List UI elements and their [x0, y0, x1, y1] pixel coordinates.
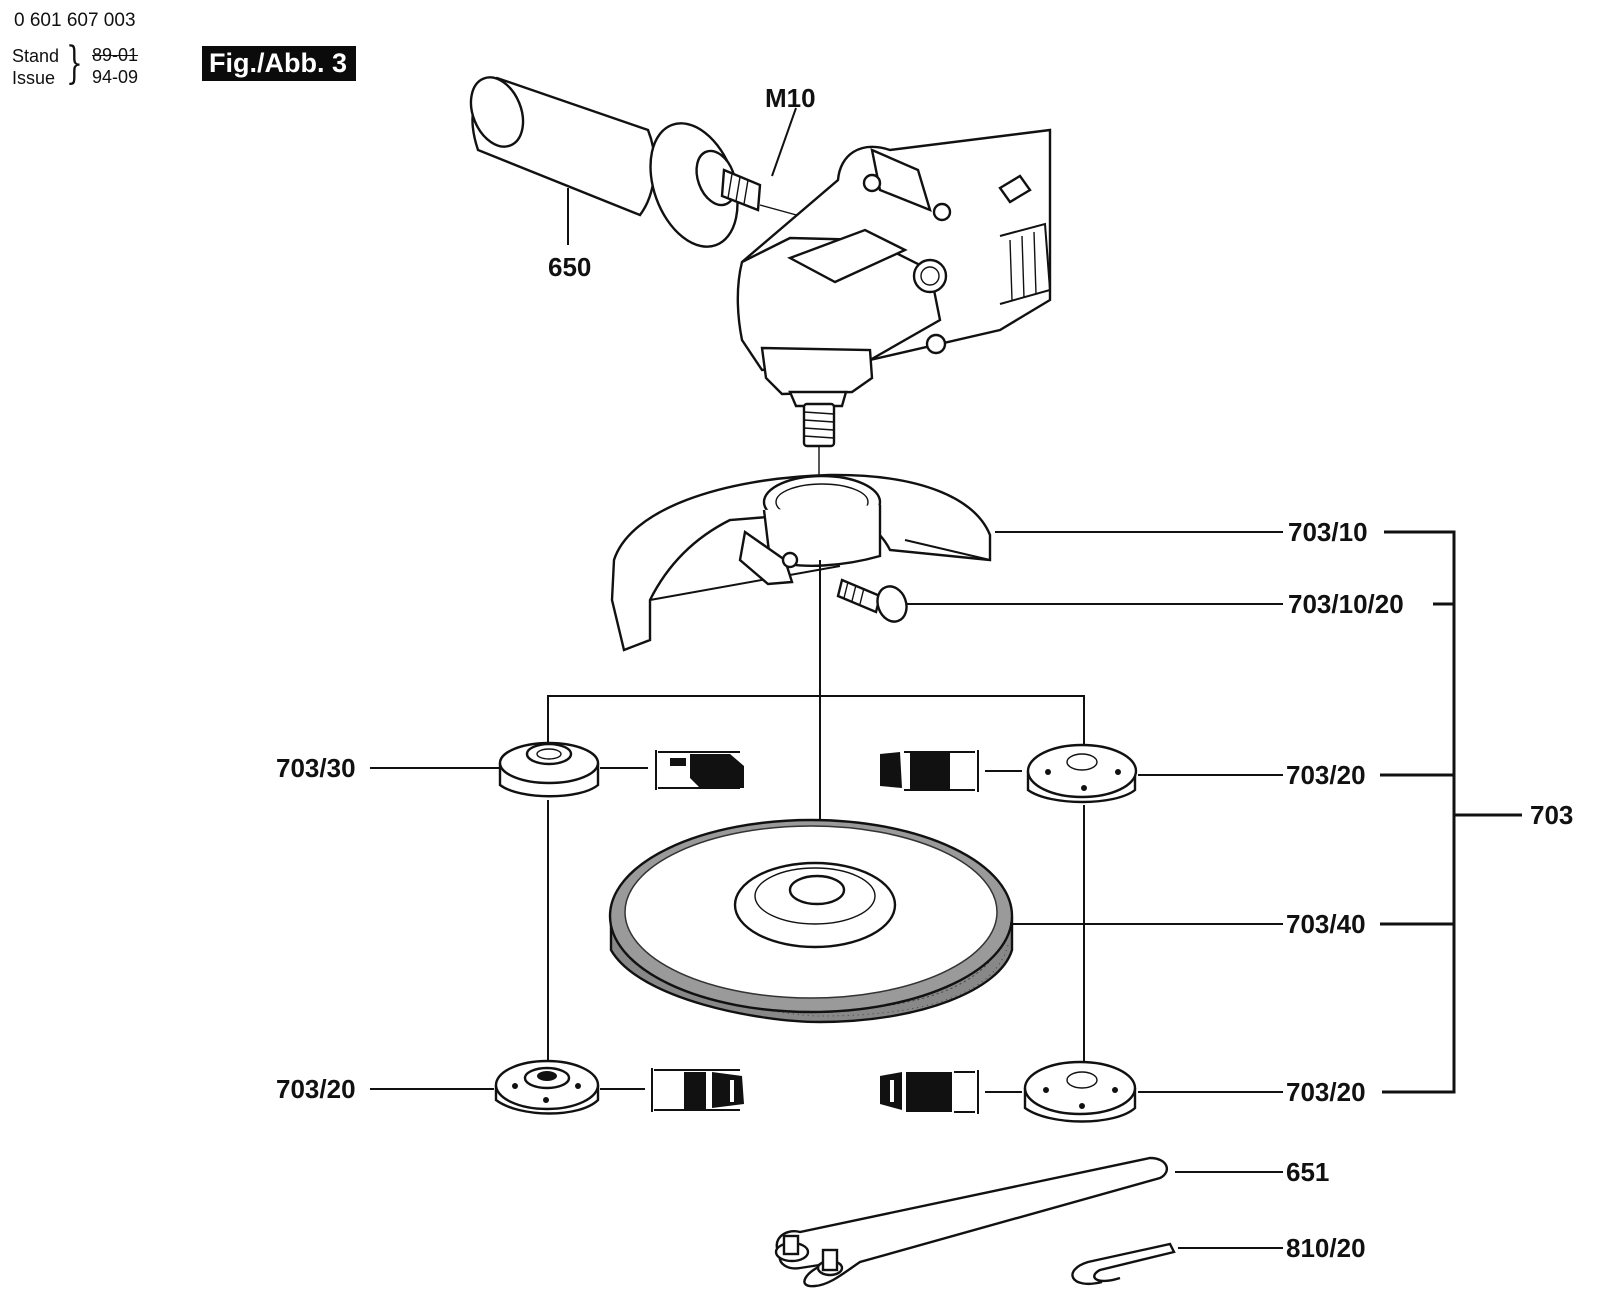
flange-section-profile-tr: [880, 750, 1022, 792]
issue-date: 94-09: [92, 67, 139, 87]
assembly-bracket-703: [1380, 530, 1522, 1094]
stand-label: Stand: [12, 46, 60, 66]
issue-label: Issue: [12, 68, 56, 88]
flange-section-profile-tl: [655, 750, 744, 790]
wheel-guard-drawing: [610, 473, 1283, 652]
part-label-703-40: 703/40: [1286, 909, 1366, 939]
part-label-703-30: 703/30: [276, 753, 356, 783]
flange-703-30-drawing: [370, 741, 648, 798]
figure-label: Fig./Abb. 3: [202, 46, 356, 81]
part-label-703-20-top-right: 703/20: [1286, 760, 1366, 790]
thread-callout-label: M10: [765, 83, 816, 113]
part-label-651: 651: [1286, 1157, 1329, 1187]
part-label-810-20: 810/20: [1286, 1233, 1366, 1263]
spindle-thread-drawing: [802, 402, 836, 482]
stand-date: 89-01: [92, 45, 139, 65]
part-label-703-10: 703/10: [1288, 517, 1368, 547]
part-label-650: 650: [548, 252, 591, 282]
document-part-number: 0 601 607 003: [14, 10, 136, 31]
brace-glyph: }: [66, 38, 83, 89]
nut-section-profile-bl: [651, 1068, 744, 1112]
part-label-703-20-bottom-left: 703/20: [276, 1074, 356, 1104]
nut-703-20-bl-drawing: [370, 1059, 645, 1115]
spanner-wrench-drawing: [774, 1156, 1283, 1288]
guard-screw-drawing: [836, 578, 1283, 623]
flange-703-20-top-drawing: [1026, 743, 1283, 804]
nut-703-20-br-drawing: [1023, 1060, 1283, 1123]
part-label-703: 703: [1530, 800, 1573, 830]
retaining-ring-drawing: [1071, 1242, 1283, 1285]
grinder-head-drawing: [736, 128, 1052, 408]
part-label-703-20-bottom-right: 703/20: [1286, 1077, 1366, 1107]
part-label-703-10-20: 703/10/20: [1288, 589, 1404, 619]
nut-section-profile-br: [880, 1070, 1022, 1114]
grinding-wheel-drawing: [608, 818, 1283, 1024]
flange-connector-frame: [547, 695, 1085, 753]
side-handle-drawing: [469, 76, 823, 248]
